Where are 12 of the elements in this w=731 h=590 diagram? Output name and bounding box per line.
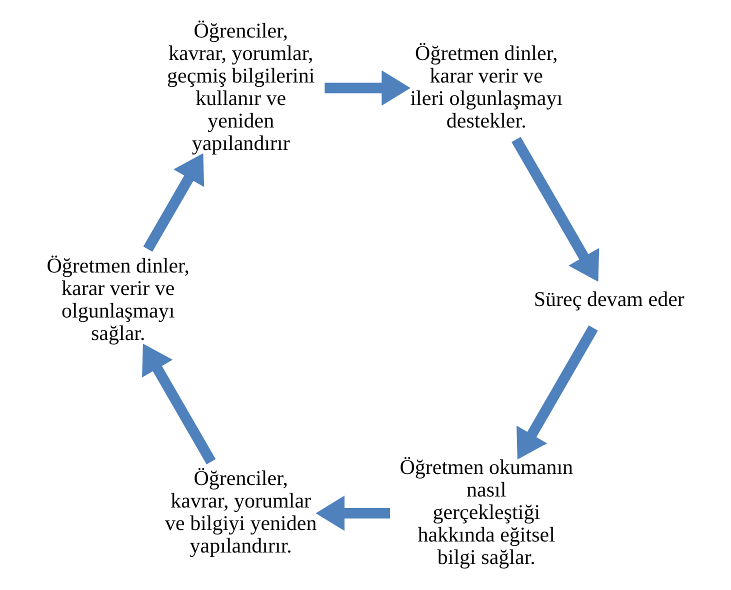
arrow [512, 136, 600, 282]
arrow [324, 70, 410, 106]
node-text: Öğretmen okumanın nasıl gerçekleştiği hakkında eğitsel bilgi sağlar. [400, 454, 574, 569]
arrow [516, 325, 598, 460]
node-text: Öğretmen dinler, karar verir ve ileri olgunlaşmayı destekler. [410, 40, 563, 132]
arrow [142, 344, 216, 464]
node-text: Öğrenciler, kavrar, yorumlar ve bilgiyi yeniden yapılandırır. [164, 466, 317, 558]
node-text: Öğretmen dinler, karar verir ve olgunlaşmayı sağlar. [46, 253, 190, 345]
arrow [316, 496, 390, 531]
arrow [143, 153, 204, 252]
node-text: Öğrenciler, kavrar, yorumlar, geçmiş bilgilerini kullanır ve yeniden yapılandırır [167, 18, 315, 155]
node-text: Süreç devam eder [534, 287, 684, 312]
